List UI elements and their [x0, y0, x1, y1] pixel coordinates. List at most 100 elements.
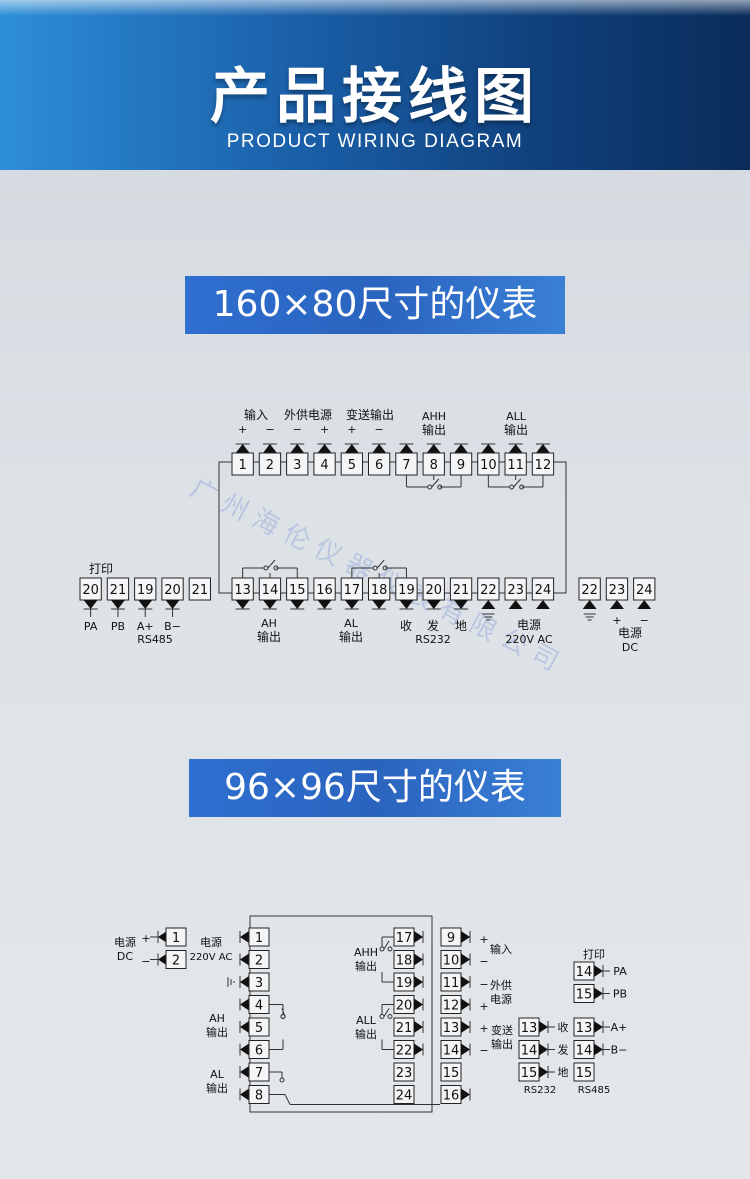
- dc-plus: +: [612, 614, 621, 627]
- terminal-5: [340, 452, 364, 476]
- label-print: 打印: [583, 947, 605, 961]
- terminal-number: 24: [535, 583, 552, 598]
- terminal-arrow: [83, 600, 98, 609]
- terminal-number: 15: [576, 1066, 593, 1081]
- terminal-number: 21: [110, 583, 127, 598]
- pin-label: PA: [84, 620, 98, 633]
- switch-contact: [279, 1077, 285, 1083]
- terminal-3: [286, 452, 309, 476]
- terminal-number: 13: [443, 1021, 460, 1036]
- terminal-arrow: [461, 931, 470, 943]
- switch-lever: [431, 478, 440, 488]
- switch-symbol: [379, 946, 385, 952]
- terminal-number: 5: [348, 458, 356, 473]
- terminal-number: 15: [576, 988, 593, 1003]
- label-220vac: 220V AC: [190, 952, 233, 963]
- terminal-number: 13: [234, 583, 251, 598]
- mid-terminal-24: [393, 1085, 415, 1104]
- label-ah: AH: [261, 617, 277, 630]
- terminal-number: 24: [396, 1089, 413, 1104]
- label-ext: 外供: [490, 978, 512, 992]
- watermark-char: 伦: [278, 519, 315, 558]
- print-terminal-21: [188, 577, 211, 601]
- terminal-number: 14: [576, 965, 593, 980]
- switch-symbol: [427, 484, 433, 490]
- instrument-frame: [218, 461, 567, 594]
- dc-minus: −: [141, 955, 150, 968]
- terminal-number: 20: [164, 583, 181, 598]
- header-banner: 产品接线图 PRODUCT WIRING DIAGRAM: [0, 0, 750, 170]
- label-ahh-out: 输出: [422, 422, 446, 437]
- switch-lever: [383, 1008, 390, 1017]
- label-input: 输入: [490, 942, 512, 956]
- polarity-sign: +: [347, 423, 356, 436]
- left-terminal-3: [248, 972, 270, 992]
- terminal-number: 21: [396, 1021, 413, 1036]
- terminal-number: 4: [255, 999, 263, 1014]
- terminal-number: 7: [402, 458, 410, 473]
- left-terminal-2: [248, 950, 270, 969]
- switch-lever: [383, 940, 390, 950]
- terminal-arrow: [461, 1021, 470, 1033]
- terminal-number: 11: [507, 458, 524, 473]
- page-subtitle: PRODUCT WIRING DIAGRAM: [226, 131, 524, 152]
- rs485-terminal-15: [573, 1062, 595, 1082]
- left-terminal-1: [248, 927, 270, 947]
- terminal-number: 15: [521, 1066, 538, 1081]
- label-al-out: 输出: [206, 1081, 228, 1095]
- terminal-arrow: [262, 444, 277, 453]
- label-al-out: 输出: [339, 629, 363, 644]
- terminal-arrow: [262, 600, 277, 609]
- sign: −: [479, 955, 488, 968]
- terminal-number: 2: [266, 458, 274, 473]
- terminal-arrow: [594, 965, 603, 977]
- terminal-arrow: [138, 600, 153, 609]
- label-rs485: RS485: [137, 633, 173, 646]
- dc-label-power: 电源: [114, 935, 136, 949]
- switch-lever: [513, 478, 522, 488]
- terminal-arrow: [240, 1021, 249, 1033]
- terminal-arrow: [240, 976, 249, 988]
- terminal-arrow: [582, 600, 597, 609]
- terminal-arrow: [158, 953, 167, 966]
- terminal-number: 14: [262, 583, 279, 598]
- sign: −: [479, 1044, 488, 1057]
- watermark-char: 仪: [309, 534, 346, 573]
- terminal-number: 23: [507, 583, 524, 598]
- terminal-arrow: [235, 444, 250, 453]
- terminal-arrow: [481, 444, 496, 453]
- label-all-out: 输出: [504, 422, 528, 437]
- terminal-6: [368, 452, 391, 476]
- terminal-2: [258, 452, 282, 476]
- label-transmit2: 输出: [491, 1037, 513, 1051]
- terminal-number: 19: [398, 583, 415, 598]
- terminal-number: 1: [172, 931, 180, 946]
- dc-minus: −: [640, 614, 649, 627]
- sign: +: [479, 1000, 488, 1013]
- label-all-out: 输出: [355, 1027, 377, 1041]
- terminal-arrow: [240, 1088, 249, 1101]
- terminal-arrow: [426, 444, 441, 453]
- terminal-number: 16: [316, 583, 333, 598]
- sign: +: [479, 1022, 488, 1035]
- terminal-arrow: [290, 600, 305, 609]
- terminal-number: 12: [443, 999, 460, 1014]
- terminal-arrow: [240, 998, 249, 1011]
- terminal-number: 9: [447, 931, 455, 946]
- dc-plus: +: [141, 932, 150, 945]
- left-terminal-5: [248, 1017, 270, 1037]
- terminal-4: [313, 452, 336, 476]
- terminal-arrow: [414, 976, 423, 988]
- terminal-arrow: [535, 600, 550, 609]
- watermark-char: 广: [185, 474, 222, 513]
- rs485-pin: A+: [611, 1021, 628, 1034]
- terminal-number: 22: [581, 583, 598, 598]
- terminal-number: 2: [255, 954, 263, 969]
- label-transmit: 变送输出: [346, 407, 394, 422]
- terminal-number: 13: [521, 1021, 538, 1036]
- terminal-number: 23: [396, 1066, 413, 1081]
- print-pin: PA: [613, 965, 627, 978]
- switch-contact: [519, 484, 525, 490]
- label-power: 电源: [517, 618, 541, 632]
- terminal-arrow: [110, 600, 125, 609]
